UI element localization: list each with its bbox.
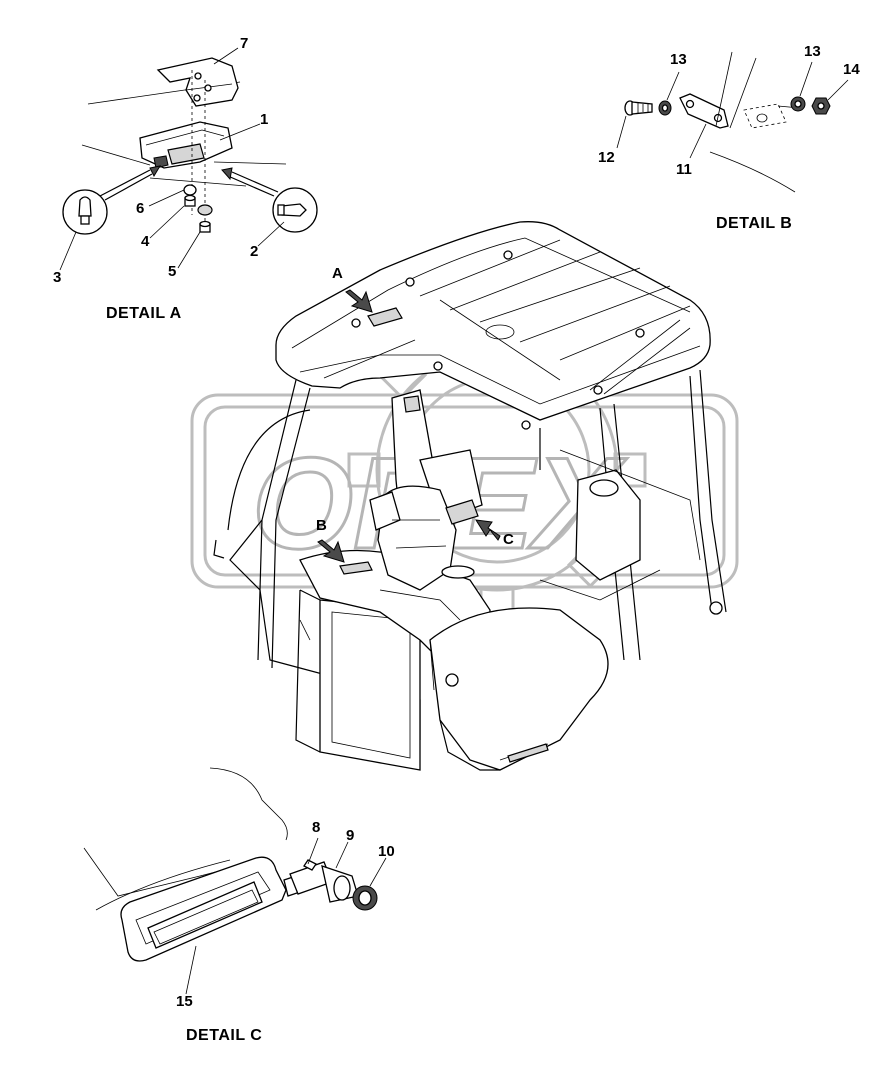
detail-b-caption: DETAIL B [716,215,792,232]
arrow-a [345,289,373,313]
cab-assembly: A B C [213,221,727,771]
screw-2 [199,220,211,233]
cab-frame [213,369,727,771]
callout-5: 5 [168,263,176,280]
callout-14: 14 [843,61,860,78]
power-socket [283,859,378,911]
arrow-b [317,539,345,563]
view-letter-a: A [332,265,343,282]
callout-6: 6 [136,200,144,217]
bulb-circle-2 [272,187,318,233]
detail-a-caption: DETAIL A [106,305,182,322]
detail-a: 7 1 6 4 5 2 3 DETAIL A [53,35,318,322]
callout-2: 2 [250,243,258,260]
callout-12: 12 [598,149,615,166]
callout-1: 1 [260,111,268,128]
view-letter-c: C [503,531,514,548]
washer [183,184,197,196]
hinge-bracket [679,93,729,129]
detail-b: 13 12 11 13 14 DETAIL B [598,43,860,232]
screw [184,194,196,207]
callout-9: 9 [346,827,354,844]
callout-8: 8 [312,819,320,836]
callout-3: 3 [53,269,61,286]
dome-lamp [139,121,233,169]
callout-13a: 13 [670,51,687,68]
arrow-c [475,519,501,541]
bolt [624,100,653,116]
view-letter-b: B [316,517,327,534]
washer-2 [197,204,213,216]
mounting-bracket [156,57,239,107]
callout-4: 4 [141,233,150,250]
detail-c-caption: DETAIL C [186,1027,262,1044]
cab-roof [275,221,711,430]
callout-13b: 13 [804,43,821,60]
label-plate [147,881,263,949]
operator-seat [369,485,475,591]
detail-c: 8 9 10 15 DETAIL C [83,767,395,1044]
bulb-circle [62,189,108,235]
callout-15: 15 [176,993,193,1010]
callout-11: 11 [676,161,692,178]
callout-10: 10 [378,843,395,860]
callout-7: 7 [240,35,248,52]
